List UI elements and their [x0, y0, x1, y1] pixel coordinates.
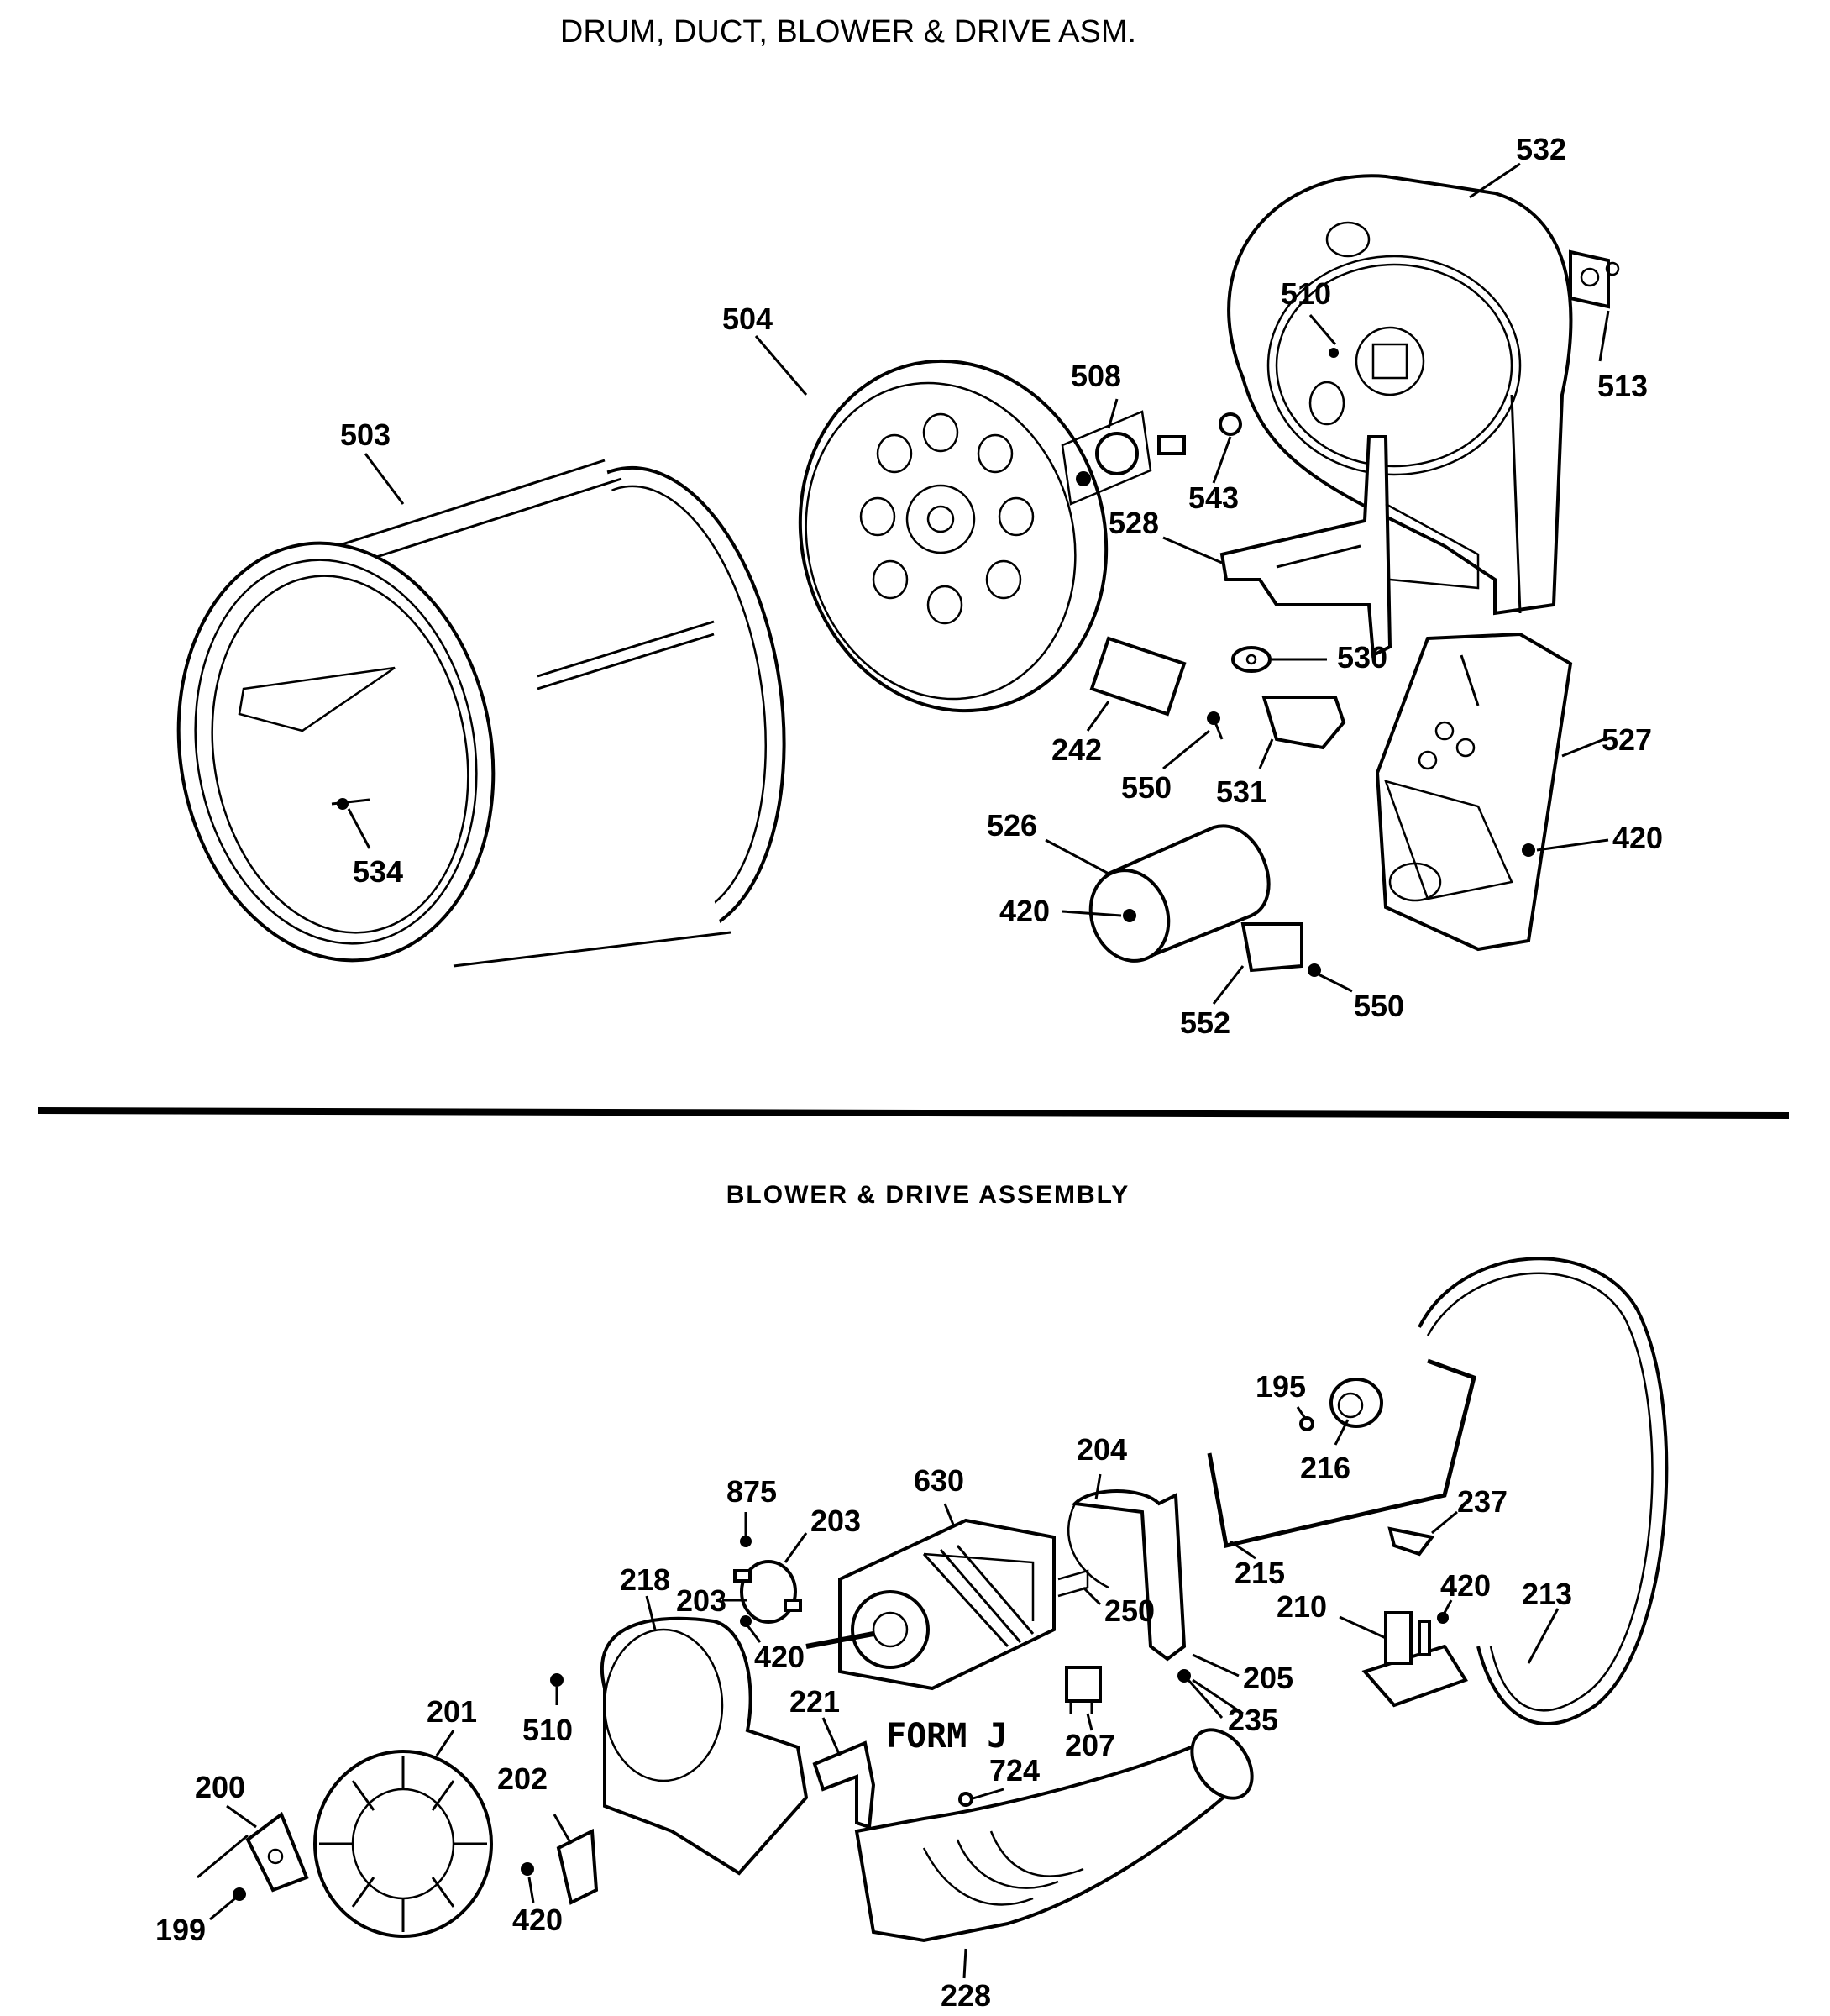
- screw-420d: [1437, 1612, 1449, 1624]
- part-202: [556, 1828, 599, 1905]
- clamp-203: [733, 1560, 802, 1624]
- label-203-upper: 203: [810, 1504, 861, 1538]
- housing-527: [1375, 632, 1573, 952]
- label-531: 531: [1216, 774, 1266, 809]
- part-237: [1387, 1526, 1435, 1557]
- blower-wheel-201: [313, 1750, 493, 1938]
- label-503: 503: [340, 417, 391, 452]
- idler-arm-215: [1207, 1358, 1476, 1549]
- screw-420e: [521, 1862, 534, 1876]
- label-420-switch: 420: [1440, 1568, 1491, 1603]
- screw-510-bottom: [550, 1673, 564, 1687]
- label-200: 200: [195, 1770, 245, 1804]
- bracket-528: [1219, 435, 1480, 659]
- label-630: 630: [914, 1463, 964, 1498]
- label-218: 218: [620, 1562, 670, 1597]
- label-216: 216: [1300, 1451, 1350, 1485]
- drive-belt-213: [1418, 1257, 1669, 1726]
- exhaust-duct-228: [854, 1728, 1254, 1943]
- label-202: 202: [497, 1761, 548, 1796]
- form-j-label: FORM J: [886, 1717, 1008, 1756]
- label-205: 205: [1243, 1661, 1293, 1695]
- top-title: DRUM, DUCT, BLOWER & DRIVE ASM.: [560, 14, 1136, 50]
- blower-housing-218: [600, 1616, 809, 1876]
- label-235: 235: [1228, 1703, 1278, 1737]
- label-210: 210: [1277, 1589, 1327, 1624]
- duct-assembly-532: [1227, 174, 1573, 616]
- label-242: 242: [1051, 732, 1102, 767]
- label-420-motor: 420: [754, 1640, 805, 1674]
- label-228: 228: [941, 1978, 991, 2013]
- motor-bracket-204: [1067, 1489, 1187, 1662]
- label-510-top: 510: [1281, 276, 1331, 311]
- label-724: 724: [989, 1753, 1040, 1788]
- label-420-top-left: 420: [999, 894, 1050, 928]
- switch-207: [1065, 1666, 1102, 1714]
- label-237: 237: [1457, 1484, 1508, 1519]
- label-504: 504: [722, 302, 773, 336]
- label-513: 513: [1597, 369, 1648, 403]
- leader-lines-bottom: [197, 1406, 1560, 1979]
- screw-724: [958, 1792, 973, 1807]
- screw-235: [1177, 1669, 1191, 1683]
- label-508: 508: [1071, 359, 1121, 393]
- label-528: 528: [1109, 506, 1159, 540]
- label-250: 250: [1104, 1593, 1155, 1628]
- bracket-200: [245, 1811, 309, 1893]
- label-510-bottom: 510: [522, 1713, 573, 1747]
- label-527: 527: [1602, 722, 1652, 757]
- bearing-508: [1061, 410, 1242, 506]
- screw-420a: [1522, 843, 1535, 857]
- motor-capacitor-526: [1088, 824, 1271, 963]
- label-201: 201: [427, 1694, 477, 1729]
- washer-195: [1299, 1416, 1314, 1431]
- label-203-lower: 203: [676, 1583, 726, 1618]
- part-242: [1089, 636, 1187, 717]
- label-213: 213: [1522, 1577, 1572, 1611]
- idler-pulley-216: [1329, 1378, 1383, 1428]
- leader-lines-top: [347, 162, 1610, 1005]
- plate-513: [1569, 249, 1620, 309]
- section-divider: [37, 1107, 1790, 1119]
- screw-550a: [1207, 711, 1224, 740]
- label-221: 221: [789, 1684, 840, 1719]
- label-215: 215: [1235, 1556, 1285, 1590]
- label-207: 207: [1065, 1728, 1115, 1762]
- screw-199: [233, 1887, 246, 1901]
- label-875: 875: [726, 1474, 777, 1509]
- part-221: [812, 1740, 876, 1830]
- part-530: [1231, 646, 1272, 673]
- part-531: [1261, 696, 1346, 750]
- bottom-title: BLOWER & DRIVE ASSEMBLY: [726, 1181, 1130, 1209]
- label-543: 543: [1188, 480, 1239, 515]
- label-204: 204: [1077, 1432, 1127, 1467]
- label-552: 552: [1180, 1005, 1230, 1040]
- bulkhead-504: [798, 359, 1109, 713]
- label-195: 195: [1256, 1369, 1306, 1404]
- drum-503: [176, 459, 786, 968]
- screw-420c: [740, 1615, 752, 1627]
- label-420-top-right: 420: [1612, 821, 1663, 855]
- connector-552: [1240, 922, 1303, 973]
- label-526: 526: [987, 808, 1037, 843]
- label-532: 532: [1516, 132, 1566, 166]
- label-420-bottom: 420: [512, 1903, 563, 1937]
- label-550-bottom: 550: [1354, 989, 1404, 1023]
- label-550-top: 550: [1121, 770, 1172, 805]
- screw-875: [740, 1536, 752, 1547]
- switch-210: [1361, 1611, 1469, 1708]
- motor-630: [805, 1518, 1089, 1691]
- screw-550b: [1308, 963, 1321, 977]
- label-199: 199: [155, 1913, 206, 1947]
- label-530: 530: [1337, 640, 1387, 675]
- label-534: 534: [353, 854, 403, 889]
